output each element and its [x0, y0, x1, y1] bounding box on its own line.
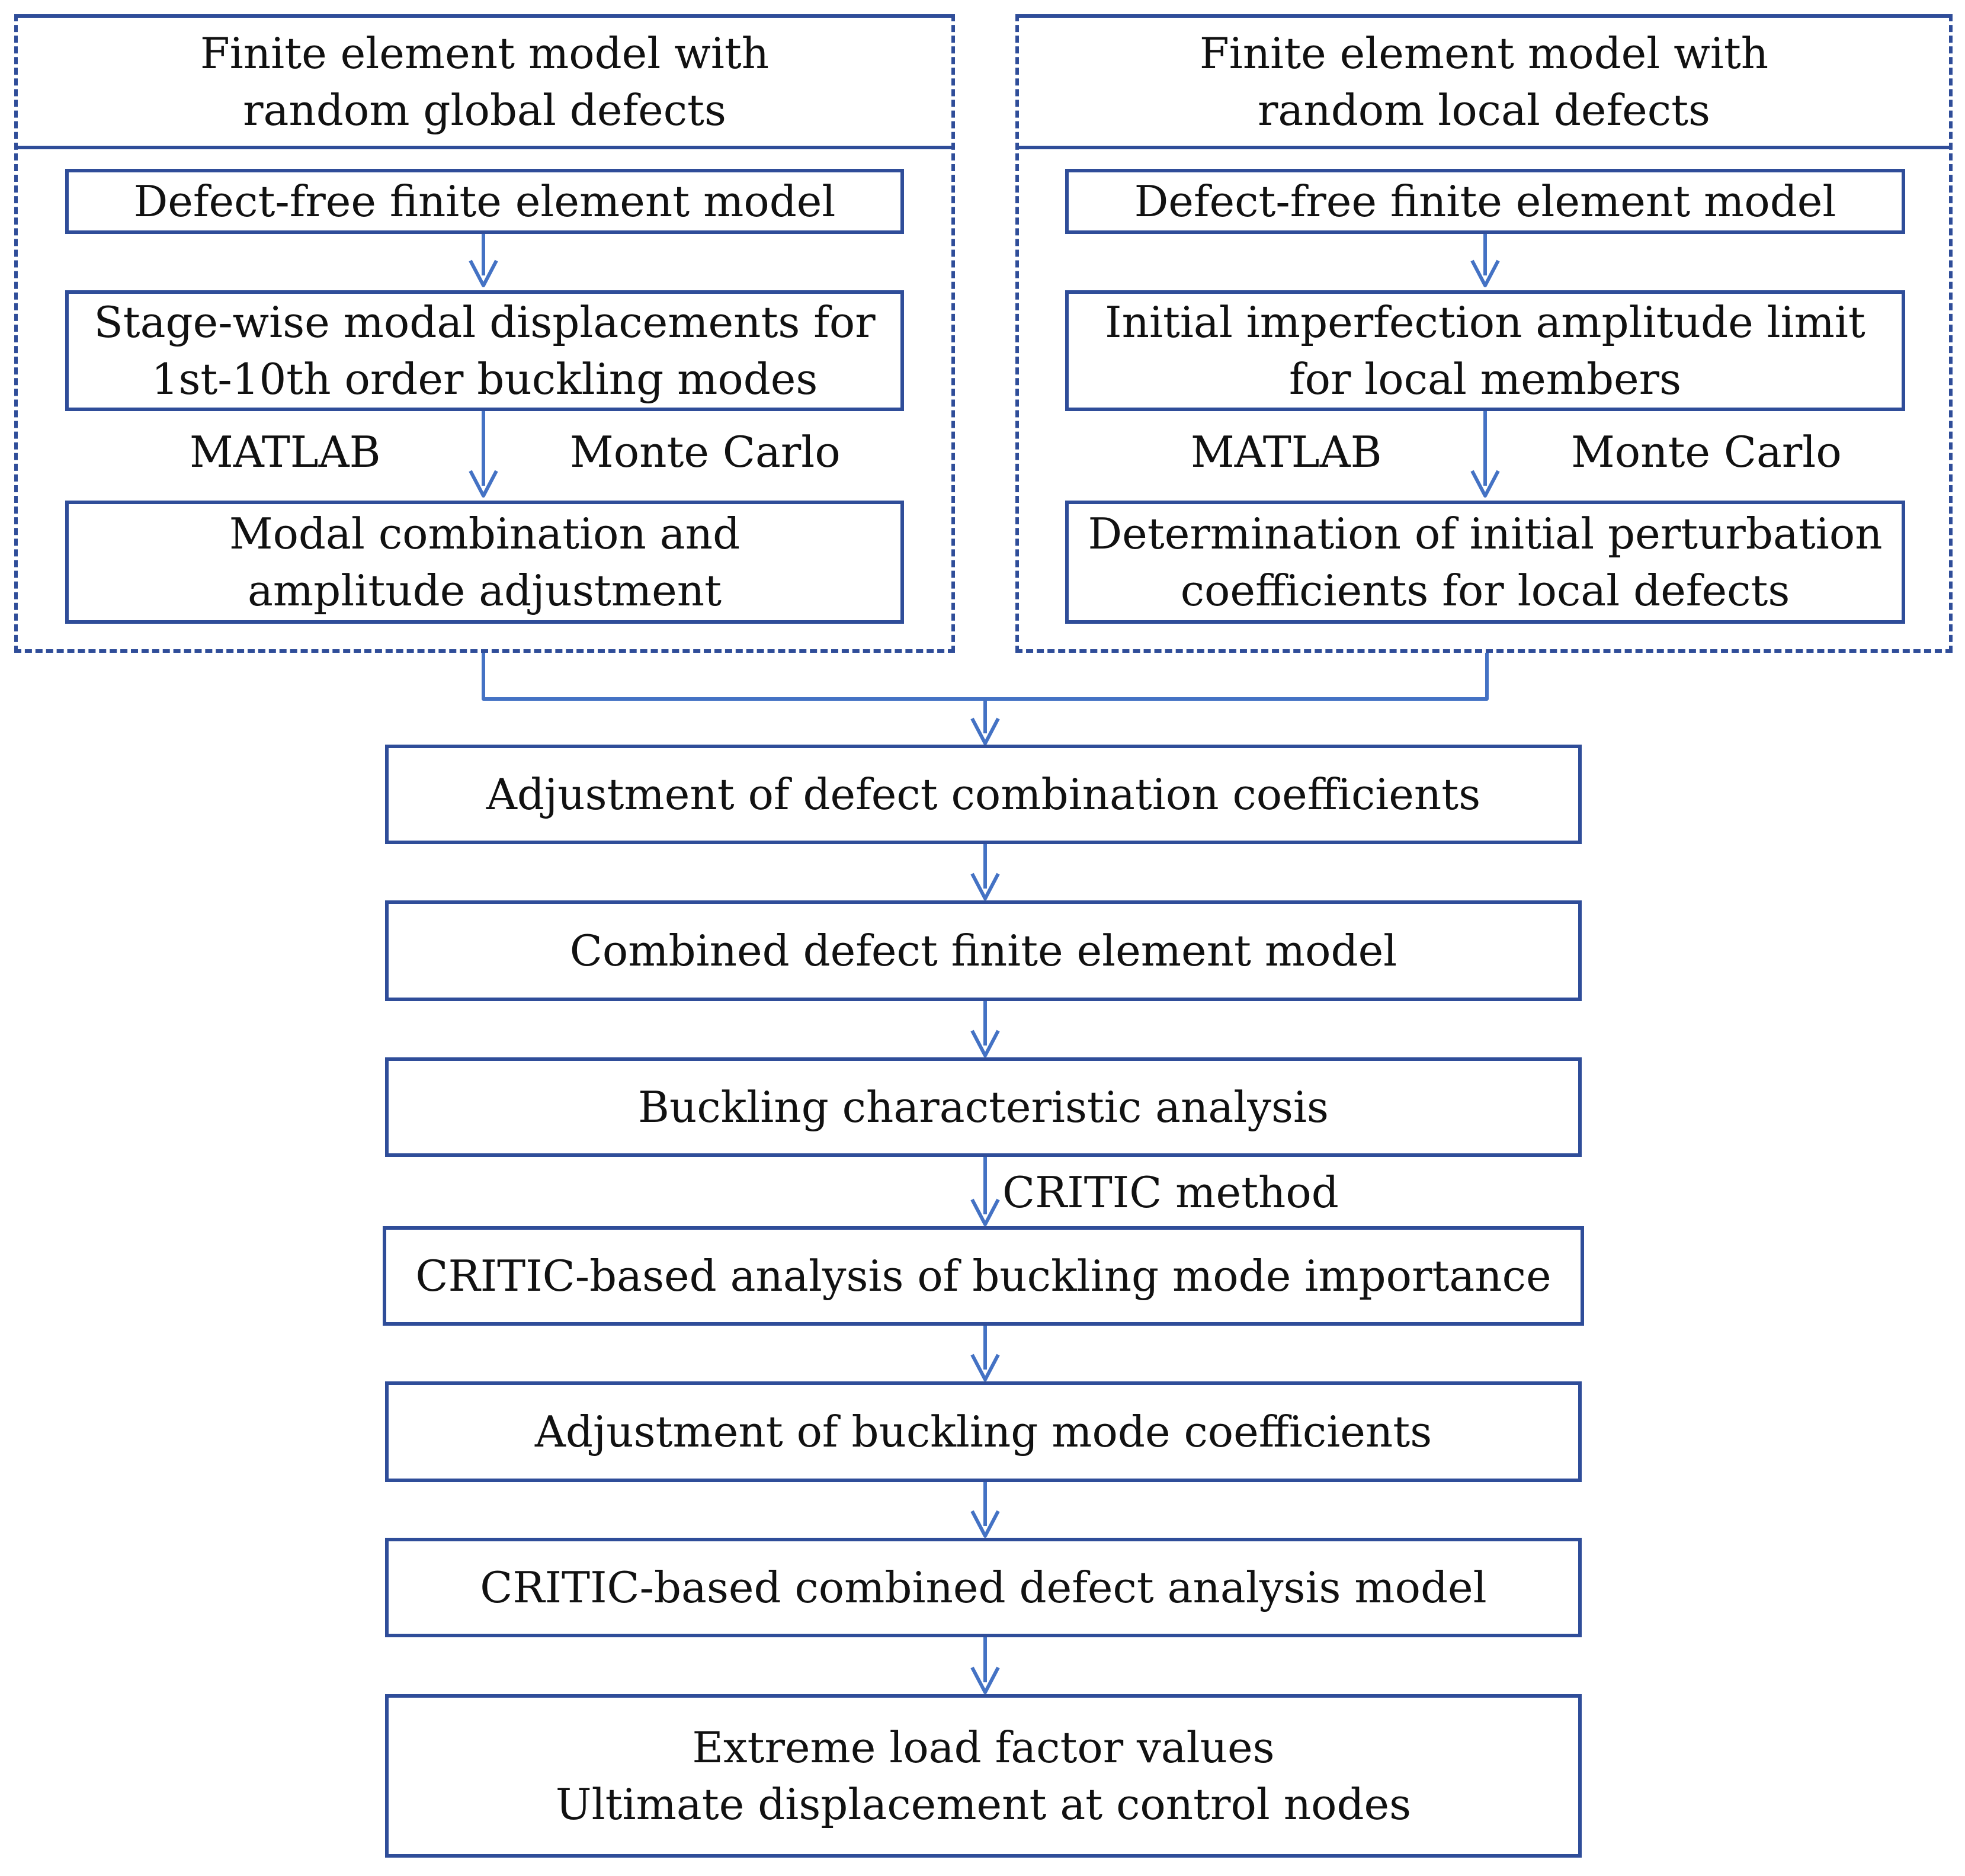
right-step3-line-1: Determination of initial perturbation	[1088, 509, 1883, 559]
right-step2-line-1: Initial imperfection amplitude limit	[1105, 297, 1865, 347]
main-step1-label: Adjustment of defect combination coeffic…	[486, 769, 1481, 819]
arrow-s6-to-s7	[970, 1636, 1000, 1694]
main-step2-label: Combined defect finite element model	[569, 926, 1397, 976]
left-group-title: Finite element model with random global …	[18, 18, 951, 149]
left-step1-label: Defect-free finite element model	[133, 177, 836, 226]
arrow-s1-to-s2	[970, 842, 1000, 900]
arrow-s5-to-s6	[970, 1481, 1000, 1538]
main-step7-line-2: Ultimate displacement at control nodes	[555, 1779, 1412, 1829]
right-matlab-label: MATLAB	[1191, 427, 1382, 477]
left-matlab-label: MATLAB	[190, 427, 381, 477]
right-group-frame: Finite element model with random local d…	[1015, 14, 1953, 653]
left-step-modal-combination: Modal combination and amplitude adjustme…	[65, 501, 904, 624]
right-step-imperfection-limit: Initial imperfection amplitude limit for…	[1065, 290, 1905, 411]
main-step6-label: CRITIC-based combined defect analysis mo…	[480, 1563, 1487, 1612]
arrow-s3-to-s4	[970, 1156, 1000, 1226]
arrow-s2-to-s3	[970, 999, 1000, 1057]
left-group-frame: Finite element model with random global …	[14, 14, 955, 653]
left-step3-line-2: amplitude adjustment	[247, 566, 722, 615]
right-step1-label: Defect-free finite element model	[1134, 177, 1836, 226]
right-group-title-line-2: random local defects	[1257, 85, 1710, 135]
right-step2-line-2: for local members	[1288, 354, 1682, 404]
left-group-title-line-2: random global defects	[243, 85, 726, 135]
arrow-s4-to-s5	[970, 1324, 1000, 1381]
critic-method-label: CRITIC method	[1002, 1168, 1339, 1217]
left-group-title-line-1: Finite element model with	[200, 28, 770, 78]
main-step-buckling-mode-coefficients: Adjustment of buckling mode coefficients	[385, 1381, 1582, 1482]
left-step-modal-displacements: Stage-wise modal displacements for 1st-1…	[65, 290, 904, 411]
main-step3-label: Buckling characteristic analysis	[638, 1082, 1329, 1132]
right-group-title: Finite element model with random local d…	[1019, 18, 1949, 149]
right-step3-line-2: coefficients for local defects	[1180, 566, 1790, 615]
right-monte-carlo-label: Monte Carlo	[1571, 427, 1842, 477]
main-step-combined-defect-model: Combined defect finite element model	[385, 900, 1582, 1001]
left-step3-line-1: Modal combination and	[229, 509, 741, 559]
main-step7-line-1: Extreme load factor values	[692, 1723, 1275, 1772]
main-step-defect-combination-coefficients: Adjustment of defect combination coeffic…	[385, 745, 1582, 844]
right-group-title-line-1: Finite element model with	[1199, 28, 1769, 78]
left-step2-line-2: 1st-10th order buckling modes	[151, 354, 818, 404]
left-monte-carlo-label: Monte Carlo	[570, 427, 841, 477]
main-step-critic-mode-importance: CRITIC-based analysis of buckling mode i…	[383, 1226, 1584, 1326]
main-step4-label: CRITIC-based analysis of buckling mode i…	[415, 1251, 1552, 1301]
right-step-perturbation-coefficients: Determination of initial perturbation co…	[1065, 501, 1905, 624]
left-step2-line-1: Stage-wise modal displacements for	[94, 297, 876, 347]
main-step5-label: Adjustment of buckling mode coefficients	[534, 1407, 1432, 1457]
merge-connector	[482, 653, 1489, 745]
main-step-critic-combined-model: CRITIC-based combined defect analysis mo…	[385, 1538, 1582, 1637]
right-step-defect-free-model: Defect-free finite element model	[1065, 169, 1905, 234]
left-step-defect-free-model: Defect-free finite element model	[65, 169, 904, 234]
main-step-results: Extreme load factor values Ultimate disp…	[385, 1694, 1582, 1858]
main-step-buckling-analysis: Buckling characteristic analysis	[385, 1057, 1582, 1157]
